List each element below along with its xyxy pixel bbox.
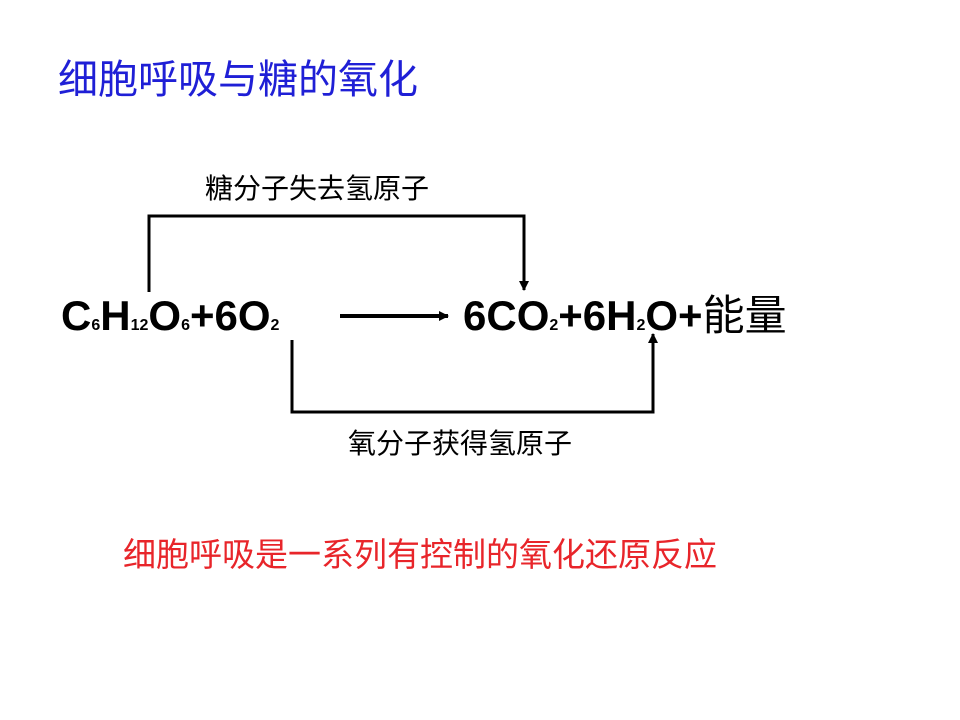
product-part: O+ [645, 292, 703, 339]
product-part: 6CO [463, 292, 550, 339]
subscript: 6 [181, 317, 190, 334]
hydrogen-gain-arrow [290, 333, 658, 414]
subscript: 6 [91, 317, 101, 334]
subscript: 2 [549, 317, 559, 334]
reactant-part: O [148, 292, 182, 339]
subscript: 2 [636, 317, 646, 334]
energy-term: 能量 [702, 291, 787, 340]
label-sugar-loses-hydrogen: 糖分子失去氢原子 [205, 172, 430, 205]
hydrogen-loss-arrow [147, 214, 529, 292]
subscript: 2 [270, 317, 280, 334]
reactant-part: C [61, 292, 92, 339]
equation-products: 6CO2+6H2O+能量 [463, 288, 787, 344]
label-oxygen-gains-hydrogen: 氧分子获得氢原子 [348, 427, 573, 460]
equation-reactants: C6H12O6+6O2 [61, 288, 279, 344]
reactant-part: H [100, 292, 131, 339]
conclusion-text: 细胞呼吸是一系列有控制的氧化还原反应 [123, 535, 717, 574]
slide-title: 细胞呼吸与糖的氧化 [58, 57, 418, 103]
reactant-part: +6O [189, 292, 271, 339]
product-part: +6H [558, 292, 637, 339]
subscript: 12 [130, 317, 149, 334]
